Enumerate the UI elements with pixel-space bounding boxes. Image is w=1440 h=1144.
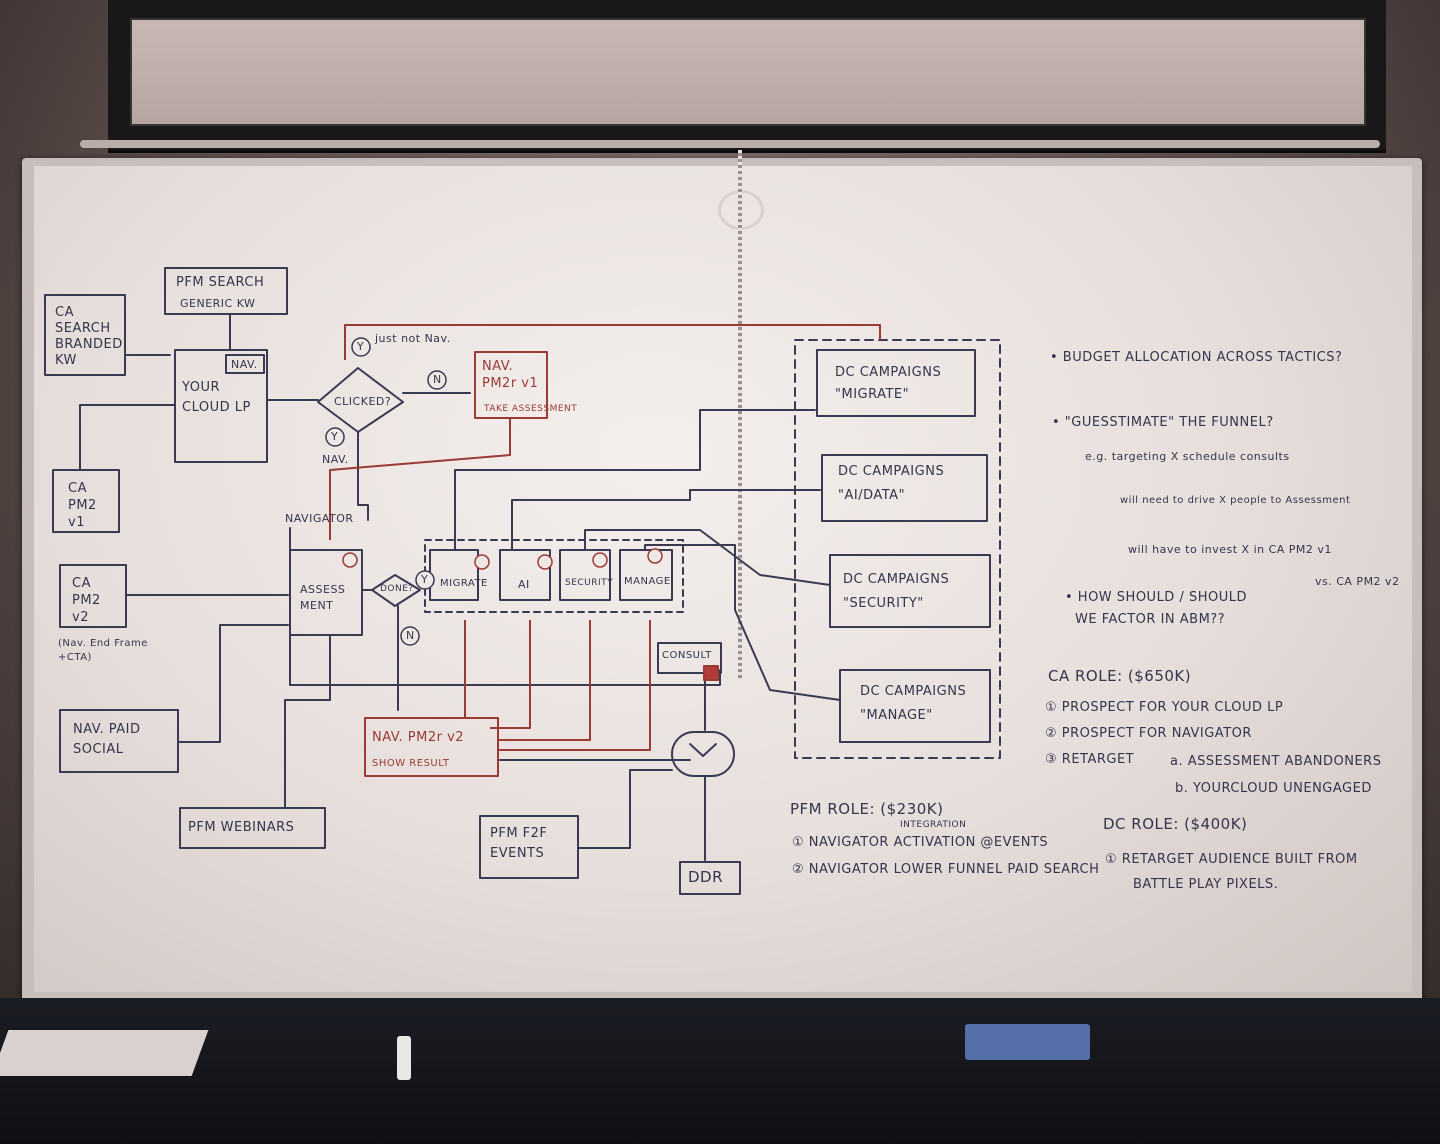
- dc-migrate-label: DC CAMPAIGNS "MIGRATE": [835, 365, 942, 402]
- nav-pm2-v1-sub: TAKE ASSESSMENT: [484, 404, 578, 414]
- box-nav-tag: [225, 354, 265, 374]
- nav-paid-social-label: NAV. PAID SOCIAL: [73, 722, 141, 757]
- ca-role-heading: CA ROLE: ($650K): [1048, 667, 1192, 685]
- dc-role-1b: BATTLE PLAY PIXELS.: [1133, 877, 1279, 892]
- done-label: DONE?: [380, 584, 414, 594]
- marker[interactable]: [397, 1036, 411, 1080]
- y1-label: Y: [357, 340, 365, 353]
- note-abm-b: WE FACTOR IN ABM??: [1075, 612, 1226, 627]
- ca-role-2: ② PROSPECT FOR NAVIGATOR: [1045, 726, 1252, 741]
- pfm-f2f-label: PFM F2F EVENTS: [490, 826, 548, 861]
- note-guess-b: will need to drive X people to Assessmen…: [1120, 495, 1351, 506]
- box-ca-pm2-v1: [52, 469, 120, 533]
- dc-security-label: DC CAMPAIGNS "SECURITY": [843, 572, 950, 611]
- dc-role-1: ① RETARGET AUDIENCE BUILT FROM: [1105, 852, 1358, 867]
- pfm-integration: INTEGRATION: [900, 820, 967, 830]
- pfm-search-sub: GENERIC KW: [180, 297, 256, 310]
- marker-tray: [0, 998, 1440, 1144]
- clicked-label: CLICKED?: [334, 395, 392, 408]
- migrate-label: MIGRATE: [440, 578, 488, 589]
- your-cloud-lp-label: YOUR CLOUD LP: [182, 380, 251, 415]
- assessment-label: ASSESS MENT: [300, 583, 346, 612]
- note-guesstimate: • "GUESSTIMATE" THE FUNNEL?: [1052, 415, 1274, 430]
- whiteboard: [34, 166, 1412, 992]
- screen-bar: [80, 140, 1380, 148]
- ca-pm2-v2-note: (Nav. End Frame +CTA): [58, 638, 148, 663]
- ca-role-3a: a. ASSESSMENT ABANDONERS: [1170, 754, 1382, 769]
- nav-pm2-v2-label: NAV. PM2r v2: [372, 730, 465, 745]
- y2-label: Y: [331, 430, 339, 443]
- nav-tag-label: NAV.: [231, 358, 258, 371]
- diamond-done: [371, 574, 421, 607]
- ddr-label: DDR: [688, 868, 724, 886]
- eraser[interactable]: [965, 1024, 1090, 1060]
- note-budget: • BUDGET ALLOCATION ACROSS TACTICS?: [1050, 350, 1343, 365]
- box-pfm-search: [164, 267, 288, 315]
- just-not-nav-label: just not Nav.: [375, 332, 451, 345]
- box-ddr: [679, 861, 741, 895]
- navigator-label: NAVIGATOR: [285, 512, 354, 525]
- manage-label: MANAGE: [624, 576, 671, 587]
- paper-sheet: [0, 1030, 209, 1076]
- nav-pm2-v2-sub: SHOW RESULT: [372, 758, 450, 769]
- pfm-webinars-label: PFM WEBINARS: [188, 820, 295, 835]
- note-abm: • HOW SHOULD / SHOULD: [1065, 590, 1247, 605]
- n1-label: N: [433, 373, 442, 386]
- note-guess-d: vs. CA PM2 v2: [1315, 575, 1400, 588]
- ai-label: AI: [518, 578, 530, 591]
- pfm-role-2: ② NAVIGATOR LOWER FUNNEL PAID SEARCH: [792, 862, 1100, 877]
- nav-label: NAV.: [322, 453, 349, 466]
- ca-search-label: CA SEARCH BRANDED KW: [55, 305, 123, 368]
- box-nav-pm2-v2: [364, 717, 499, 777]
- box-ca-search: [44, 294, 126, 376]
- pull-cord: [738, 150, 742, 680]
- pfm-search-label: PFM SEARCH: [176, 275, 265, 290]
- ca-pm2-v2-label: CA PM2 v2: [72, 576, 101, 625]
- pfm-role-1: ① NAVIGATOR ACTIVATION @EVENTS: [792, 835, 1049, 850]
- dc-role-heading: DC ROLE: ($400K): [1103, 815, 1248, 833]
- note-guess-a: e.g. targeting X schedule consults: [1085, 450, 1290, 463]
- note-guess-c: will have to invest X in CA PM2 v1: [1128, 543, 1332, 556]
- ca-role-3b: b. YOURCLOUD UNENGAGED: [1175, 781, 1372, 796]
- dc-manage-label: DC CAMPAIGNS "MANAGE": [860, 684, 967, 723]
- n3-label: N: [406, 629, 415, 642]
- ca-role-1: ① PROSPECT FOR YOUR CLOUD LP: [1045, 700, 1284, 715]
- projector-screen: [130, 18, 1366, 126]
- ca-pm2-v1-label: CA PM2 v1: [68, 481, 97, 530]
- ca-role-3: ③ RETARGET: [1045, 752, 1135, 767]
- consult-label: CONSULT: [662, 650, 712, 661]
- dc-ai-label: DC CAMPAIGNS "AI/DATA": [838, 464, 945, 503]
- pfm-role-heading: PFM ROLE: ($230K): [790, 800, 944, 818]
- security-label: SECURITY: [565, 578, 614, 588]
- y3-label: Y: [421, 573, 429, 586]
- box-pfm-webinars: [179, 807, 326, 849]
- nav-pm2-v1-label: NAV. PM2r v1: [482, 359, 539, 391]
